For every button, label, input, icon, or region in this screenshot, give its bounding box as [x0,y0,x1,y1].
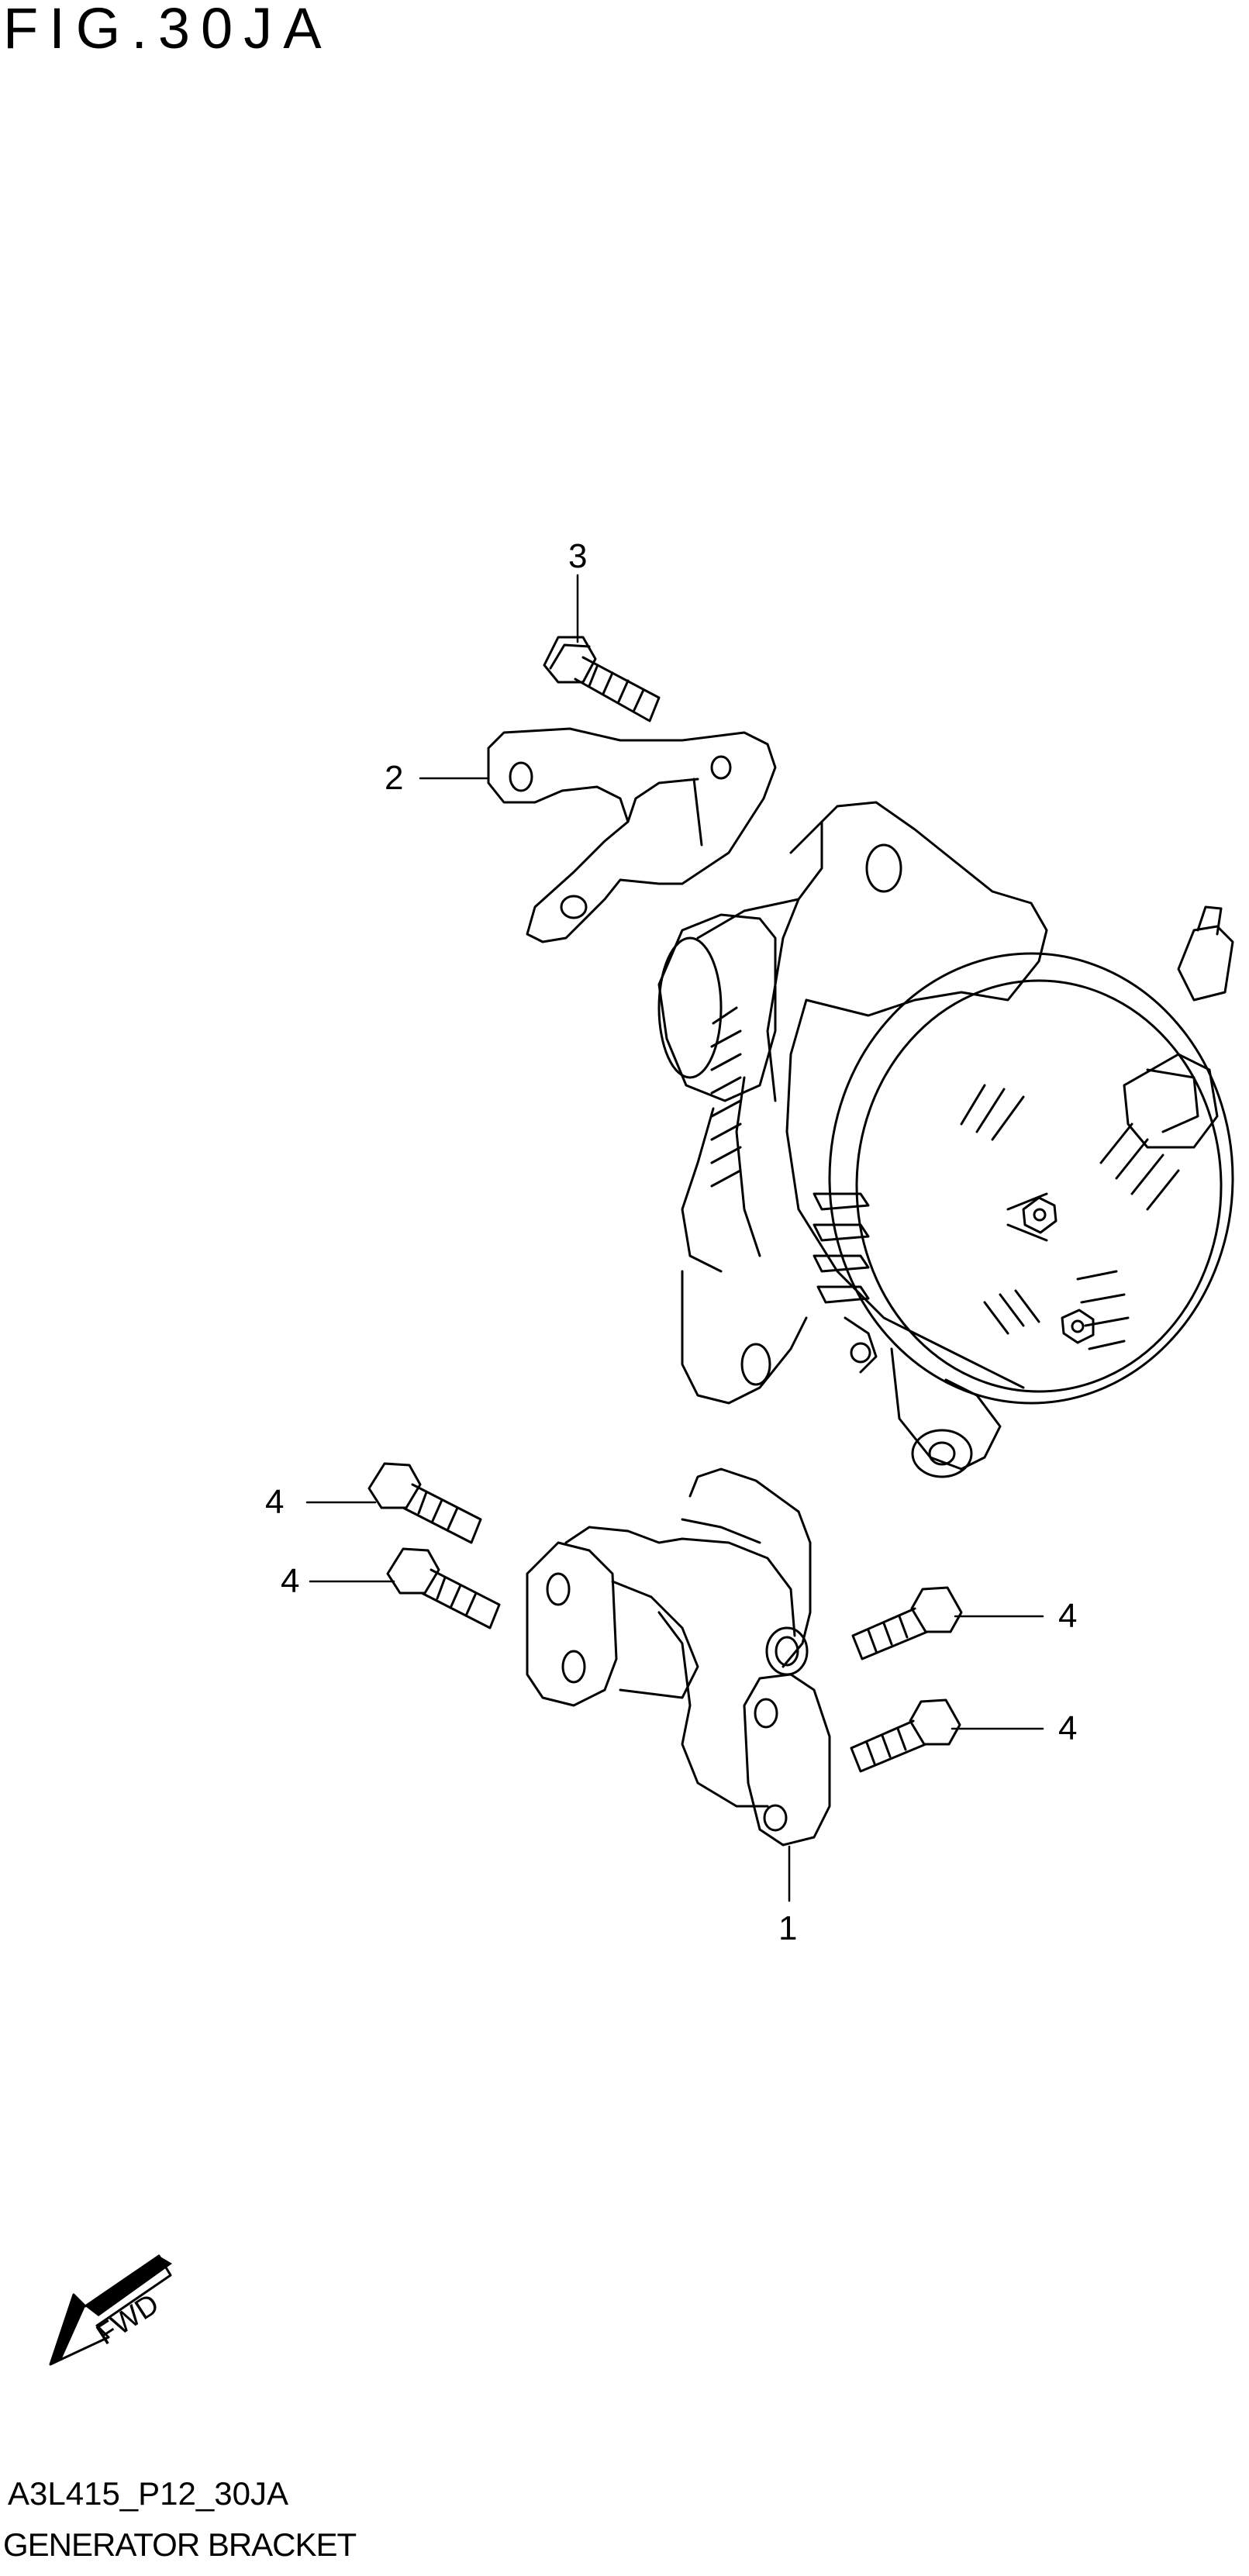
generator-assembly [659,802,1233,1477]
callout-4c: 4 [1058,1597,1078,1635]
bolt-part-4a [369,1464,481,1543]
drawing-code: A3L415_P12_30JA [8,2475,288,2512]
callout-2: 2 [385,759,404,797]
callout-1: 1 [778,1909,798,1947]
bolt-part-4b [388,1549,499,1628]
leader-lines [307,575,1043,1901]
drawing-title: GENERATOR BRACKET [3,2526,357,2563]
callout-4b: 4 [281,1562,300,1600]
bolt-part-4c [853,1588,961,1659]
callout-4a: 4 [265,1483,285,1521]
figure-title: FIG.30JA [3,0,333,60]
callout-4d: 4 [1058,1709,1078,1747]
bracket-part-2 [488,729,775,942]
bracket-part-1 [527,1469,830,1845]
bolt-part-3 [544,637,659,721]
bolt-part-4d [851,1700,960,1771]
callout-3: 3 [568,537,588,575]
fwd-arrow-icon [50,2256,172,2364]
